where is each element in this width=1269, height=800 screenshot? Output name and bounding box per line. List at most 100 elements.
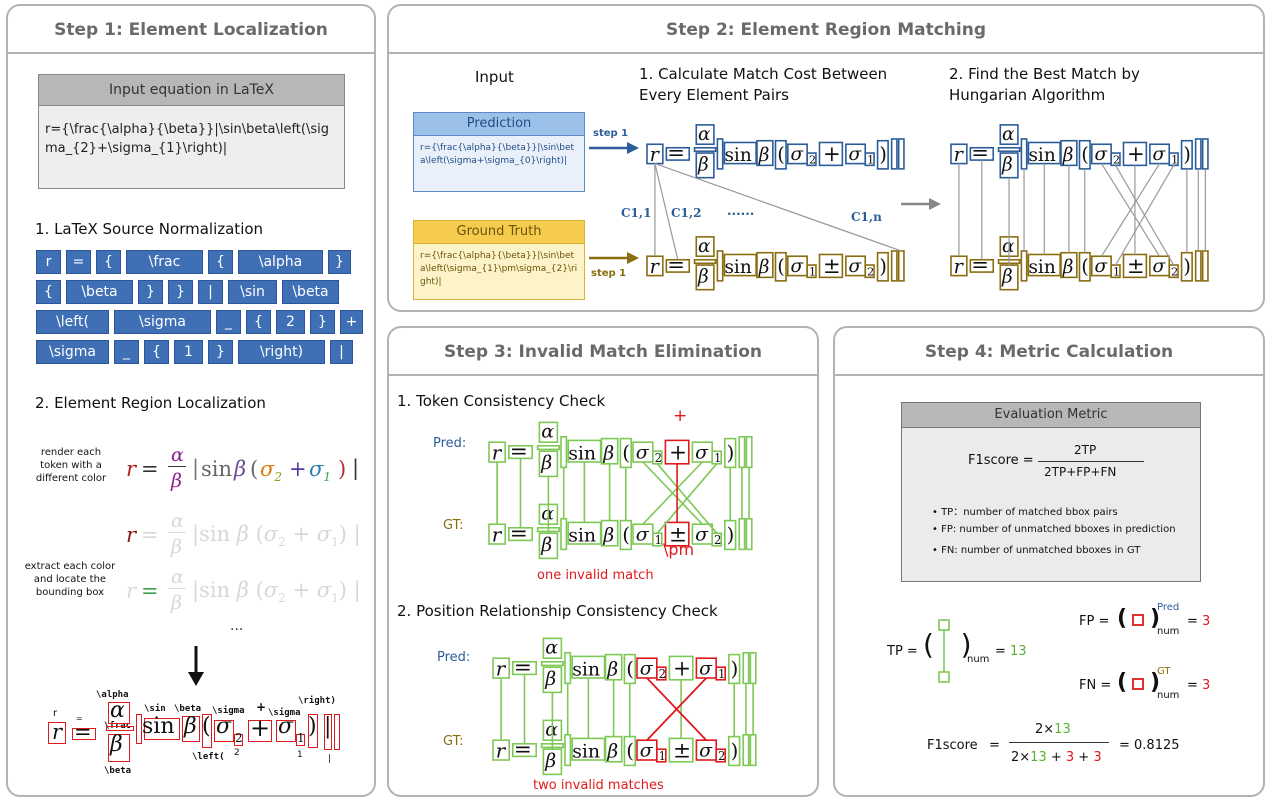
svg-text:β: β — [602, 442, 614, 464]
tp-sub: num — [967, 654, 990, 665]
tp-value: = 13 — [995, 644, 1027, 659]
fn-sup: GT — [1157, 666, 1171, 677]
label-left: \left( — [192, 752, 225, 762]
token-cell: | — [330, 340, 353, 364]
svg-text:): ) — [1183, 255, 1191, 278]
svg-text:2: 2 — [659, 667, 666, 681]
svg-text:+: + — [673, 656, 691, 681]
gt-label-1: GT: — [443, 518, 464, 533]
c12-label: C1,2 — [671, 206, 702, 220]
svg-text:β: β — [544, 750, 556, 772]
svg-text:β: β — [602, 524, 614, 546]
token-cell: + — [340, 310, 363, 334]
svg-text:+: + — [823, 141, 841, 166]
tp-paren: ( ) — [923, 628, 972, 661]
f1-denominator: 2TP+FP+FN — [1044, 465, 1117, 479]
svg-text:2: 2 — [718, 749, 725, 763]
svg-text:β: β — [1001, 155, 1013, 176]
label-plus: + — [256, 700, 267, 714]
svg-text:): ) — [727, 441, 735, 464]
token-cell: { — [36, 280, 61, 304]
svg-text:σ: σ — [849, 256, 863, 277]
svg-text:σ: σ — [636, 523, 650, 545]
f1-final-den: 2×13 + 3 + 3 — [1011, 750, 1102, 765]
f1-label: F1score = — [968, 453, 1034, 468]
svg-text:sin: sin — [1028, 257, 1055, 278]
token-cell: \sin — [228, 280, 277, 304]
fn-value: = 3 — [1187, 678, 1211, 693]
svg-text:r: r — [496, 657, 507, 680]
svg-text:σ: σ — [699, 739, 713, 761]
svg-text:sin: sin — [1028, 145, 1055, 166]
fp-value: = 3 — [1187, 614, 1211, 629]
gt-header: Ground Truth — [414, 221, 584, 244]
svg-text:α: α — [541, 421, 554, 443]
svg-text:2: 2 — [1171, 265, 1178, 279]
svg-text:β: β — [1001, 267, 1013, 288]
svg-text:=: = — [667, 140, 685, 165]
svg-text:=: = — [667, 252, 685, 277]
svg-text:2: 2 — [714, 533, 721, 547]
metric-box: Evaluation Metric F1score = 2TP 2TP+FP+F… — [901, 402, 1201, 582]
c1n-label: C1,n — [851, 210, 882, 224]
svg-text:r: r — [954, 255, 965, 278]
token-cell: { — [246, 310, 271, 334]
svg-text:β: β — [697, 267, 709, 288]
svg-text:±: ± — [823, 253, 841, 278]
token-cell: } — [138, 280, 163, 304]
token-cell: \sigma — [36, 340, 109, 364]
pred-label-1: Pred: — [433, 436, 467, 451]
svg-text:r: r — [492, 441, 503, 464]
svg-text:): ) — [727, 523, 735, 546]
token-cell: \beta — [282, 280, 339, 304]
token-cell: { — [96, 250, 121, 274]
label-eq: = — [76, 714, 83, 723]
svg-text:σ: σ — [640, 657, 654, 679]
step1-panel: Step 1: Element Localization Input equat… — [6, 4, 376, 797]
f1-final-result: = 0.8125 — [1119, 738, 1180, 753]
svg-text:r: r — [496, 739, 507, 762]
localization-label: 2. Element Region Localization — [35, 394, 266, 412]
svg-text:1: 1 — [718, 667, 725, 681]
render-note: render each token with a different color — [35, 447, 107, 484]
label-beta-top: \beta — [174, 704, 202, 714]
svg-text:(: ( — [777, 143, 785, 166]
ellipsis: ... — [230, 618, 244, 634]
plus-mark: + — [673, 406, 688, 426]
colored-equation: r = α β | sin β ( σ2 + σ1 ) | — [126, 444, 360, 492]
fp-paren: ( ) — [1117, 606, 1161, 631]
svg-text:): ) — [879, 255, 887, 278]
svg-text:(: ( — [1081, 143, 1089, 166]
token-cell: \alpha — [238, 250, 323, 274]
token-cell: \frac — [126, 250, 203, 274]
svg-text:(: ( — [622, 523, 630, 546]
svg-text:β: β — [540, 452, 552, 474]
svg-text:=: = — [971, 140, 989, 165]
svg-text:1: 1 — [1171, 153, 1178, 167]
step2-panel: Step 2: Element Region Matching Input Pr… — [387, 4, 1265, 312]
faded-equation-2: r = α β |sin β (σ2 + σ1) | — [126, 566, 361, 614]
svg-text:+: + — [669, 440, 687, 465]
input-label: Input — [475, 68, 514, 86]
label-bar: | — [328, 754, 332, 764]
svg-text:=: = — [514, 655, 532, 680]
prediction-latex: r={\frac{\alpha}{\beta}}|\sin\beta\left(… — [420, 143, 575, 166]
svg-text:β: β — [697, 155, 709, 176]
token-cell: 1 — [174, 340, 203, 364]
svg-text:α: α — [1002, 124, 1015, 145]
svg-text:σ: σ — [1094, 144, 1108, 165]
position-check-label: 2. Position Relationship Consistency Che… — [397, 602, 718, 620]
token-cell: } — [310, 310, 335, 334]
bullet-tp: • TP：number of matched bbox pairs — [932, 507, 1118, 518]
svg-text:α: α — [698, 236, 711, 257]
svg-text:2: 2 — [867, 265, 874, 279]
token-cell: } — [328, 250, 351, 274]
dots-label: ...... — [727, 204, 755, 218]
metric-header: Evaluation Metric — [902, 403, 1200, 428]
fp-label: FP = — [1079, 614, 1110, 629]
svg-text:r: r — [954, 143, 965, 166]
svg-text:σ: σ — [1094, 256, 1108, 277]
token-cell: \beta — [66, 280, 133, 304]
